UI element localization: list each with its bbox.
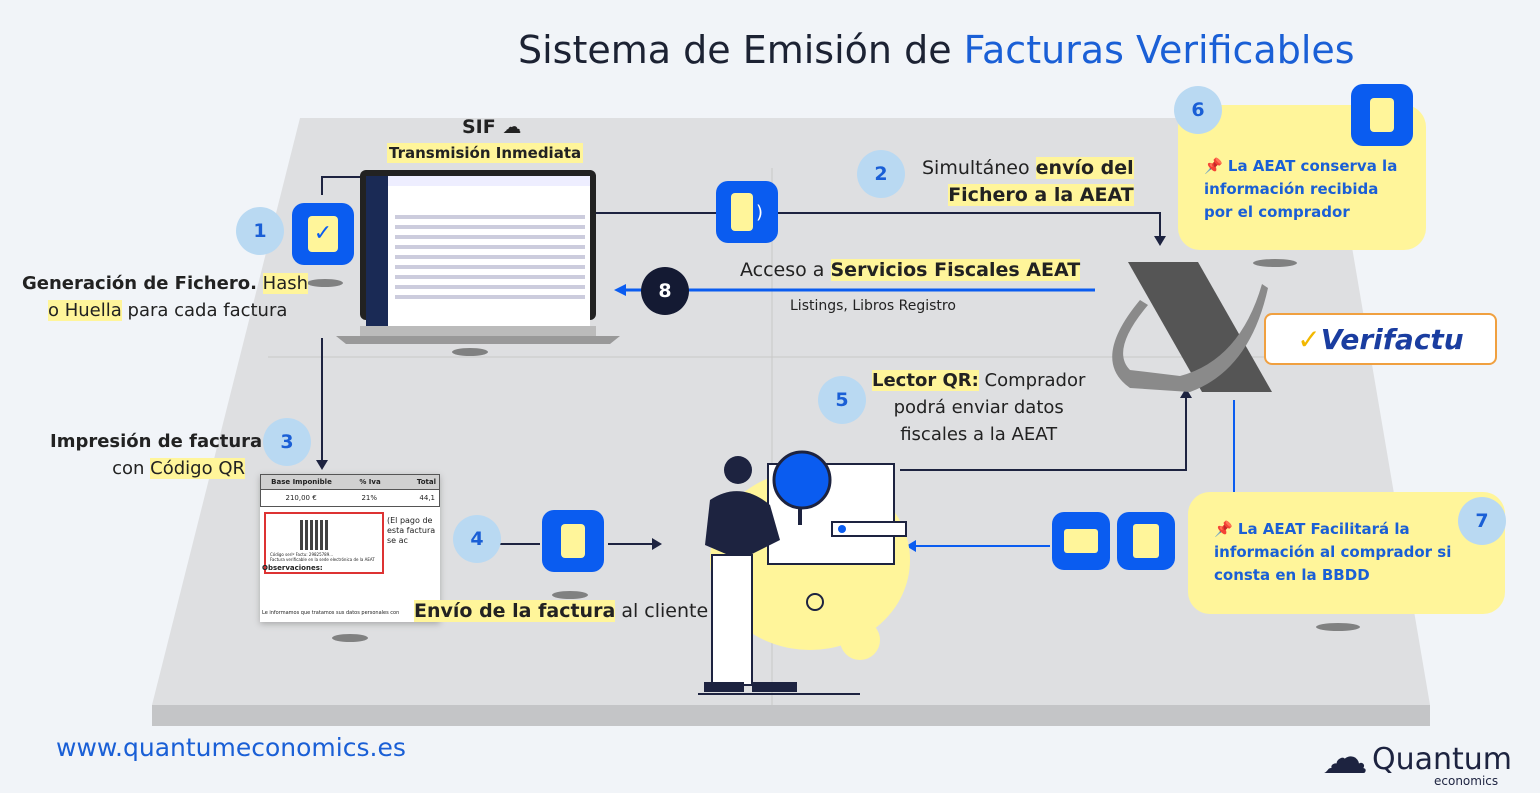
s3-bold: Impresión de factura xyxy=(50,431,263,452)
nfc-transmit-icon: ) xyxy=(716,181,778,243)
documents-icon xyxy=(1351,84,1413,146)
payment-note: (El pago de esta factura se ac xyxy=(387,516,436,545)
invoice-footer: Le informamos que tratamos sus datos per… xyxy=(262,610,400,616)
sif-subtitle: Transmisión Inmediata xyxy=(387,143,584,163)
inv-h1: Base Imponible xyxy=(271,478,332,486)
s5-l1: Comprador xyxy=(978,370,1086,391)
brand-name: Quantum xyxy=(1372,742,1513,777)
s2-bold2: Fichero a la AEAT xyxy=(948,184,1134,206)
s8-bold: Servicios Fiscales AEAT xyxy=(830,259,1081,281)
s1-rest: para cada factura xyxy=(121,300,288,321)
qr-code-icon xyxy=(300,520,330,550)
brand-sub: economics xyxy=(1434,774,1499,788)
step-5-badge: 5 xyxy=(818,376,866,424)
step-6-badge: 6 xyxy=(1174,86,1222,134)
step-7-note: 📌 La AEAT Facilitará la información al c… xyxy=(1188,492,1505,614)
inv-h2: % Iva xyxy=(359,478,381,486)
buyer-qr-illustration xyxy=(698,450,910,695)
inv-h3: Total xyxy=(416,478,436,486)
inv-c1: 210,00 € xyxy=(285,494,317,502)
s5-l3: fiscales a la AEAT xyxy=(900,424,1058,445)
s1-bold: Generación de Fichero. xyxy=(22,273,257,294)
step-4-badge: 4 xyxy=(453,515,501,563)
step-8-text: Acceso a Servicios Fiscales AEAT xyxy=(740,257,1081,284)
verifactu-logo: ✓Verifactu xyxy=(1264,313,1497,365)
aeat-logo xyxy=(1112,262,1272,392)
s2-bold1: envío del xyxy=(1035,157,1134,179)
checklist-icon xyxy=(1117,512,1175,570)
step-8-subtext: Listings, Libros Registro xyxy=(790,298,956,314)
title-part1: Sistema de Emisión de xyxy=(518,28,964,72)
step-2-badge: 2 xyxy=(857,150,905,198)
clipboard-check-icon: ✓ xyxy=(292,203,354,265)
quantum-logo: ☁ Quantum economics xyxy=(1322,730,1522,788)
s4-bold: Envío de la factura xyxy=(414,600,616,622)
s8-text: Acceso a xyxy=(740,259,831,281)
inv-c2: 21% xyxy=(361,494,378,502)
invoice-preview: Base Imponible % Iva Total 210,00 € 21% 44,1… xyxy=(260,474,440,622)
s3-mark: Código QR xyxy=(150,458,245,479)
step-3-text: Impresión de factura con Código QR xyxy=(50,428,262,482)
inv-c3: 44,1 xyxy=(419,494,435,502)
step-7-badge: 7 xyxy=(1458,497,1506,545)
step-1-badge: 1 xyxy=(236,207,284,255)
qr-caption2: Factura verificable en la sede electróni… xyxy=(270,557,375,562)
s1-mark2: o Huella xyxy=(48,300,122,321)
cloud-logo-icon: ☁ xyxy=(1322,730,1368,784)
id-card-icon xyxy=(1052,512,1110,570)
website-link[interactable]: www.quantumeconomics.es xyxy=(56,733,406,762)
step-4-text: Envío de la factura al cliente xyxy=(414,598,708,625)
s4-rest: al cliente xyxy=(615,600,709,622)
qr-frame: Código seriº Factu: 29825789... Factura … xyxy=(264,512,384,574)
sif-label: SIF ☁ xyxy=(462,116,521,138)
laptop-illustration xyxy=(336,170,620,344)
step-8-badge: 8 xyxy=(641,267,689,315)
verifactu-text: Verifactu xyxy=(1320,322,1464,356)
sif-text: SIF xyxy=(462,116,496,138)
step-5-text: Lector QR: Comprador podrá enviar datos fi… xyxy=(872,367,1085,448)
s2-text: Simultáneo xyxy=(922,157,1036,179)
s5-l2: podrá enviar datos xyxy=(893,397,1064,418)
step-3-badge: 3 xyxy=(263,418,311,466)
observaciones: Observaciones: xyxy=(262,564,323,572)
page-title: Sistema de Emisión de Facturas Verificab… xyxy=(518,28,1355,72)
qr-caption1: Código seriº Factu: 29825789... xyxy=(270,552,334,557)
title-highlight: Facturas Verificables xyxy=(963,28,1355,72)
s5-bold: Lector QR: xyxy=(872,370,979,391)
step-1-text: Generación de Fichero. Hash o Huella para… xyxy=(22,270,309,324)
cloud-icon: ☁ xyxy=(502,116,522,138)
document-icon xyxy=(542,510,604,572)
s3-text: con xyxy=(112,458,151,479)
s1-mark1: Hash xyxy=(262,273,309,294)
